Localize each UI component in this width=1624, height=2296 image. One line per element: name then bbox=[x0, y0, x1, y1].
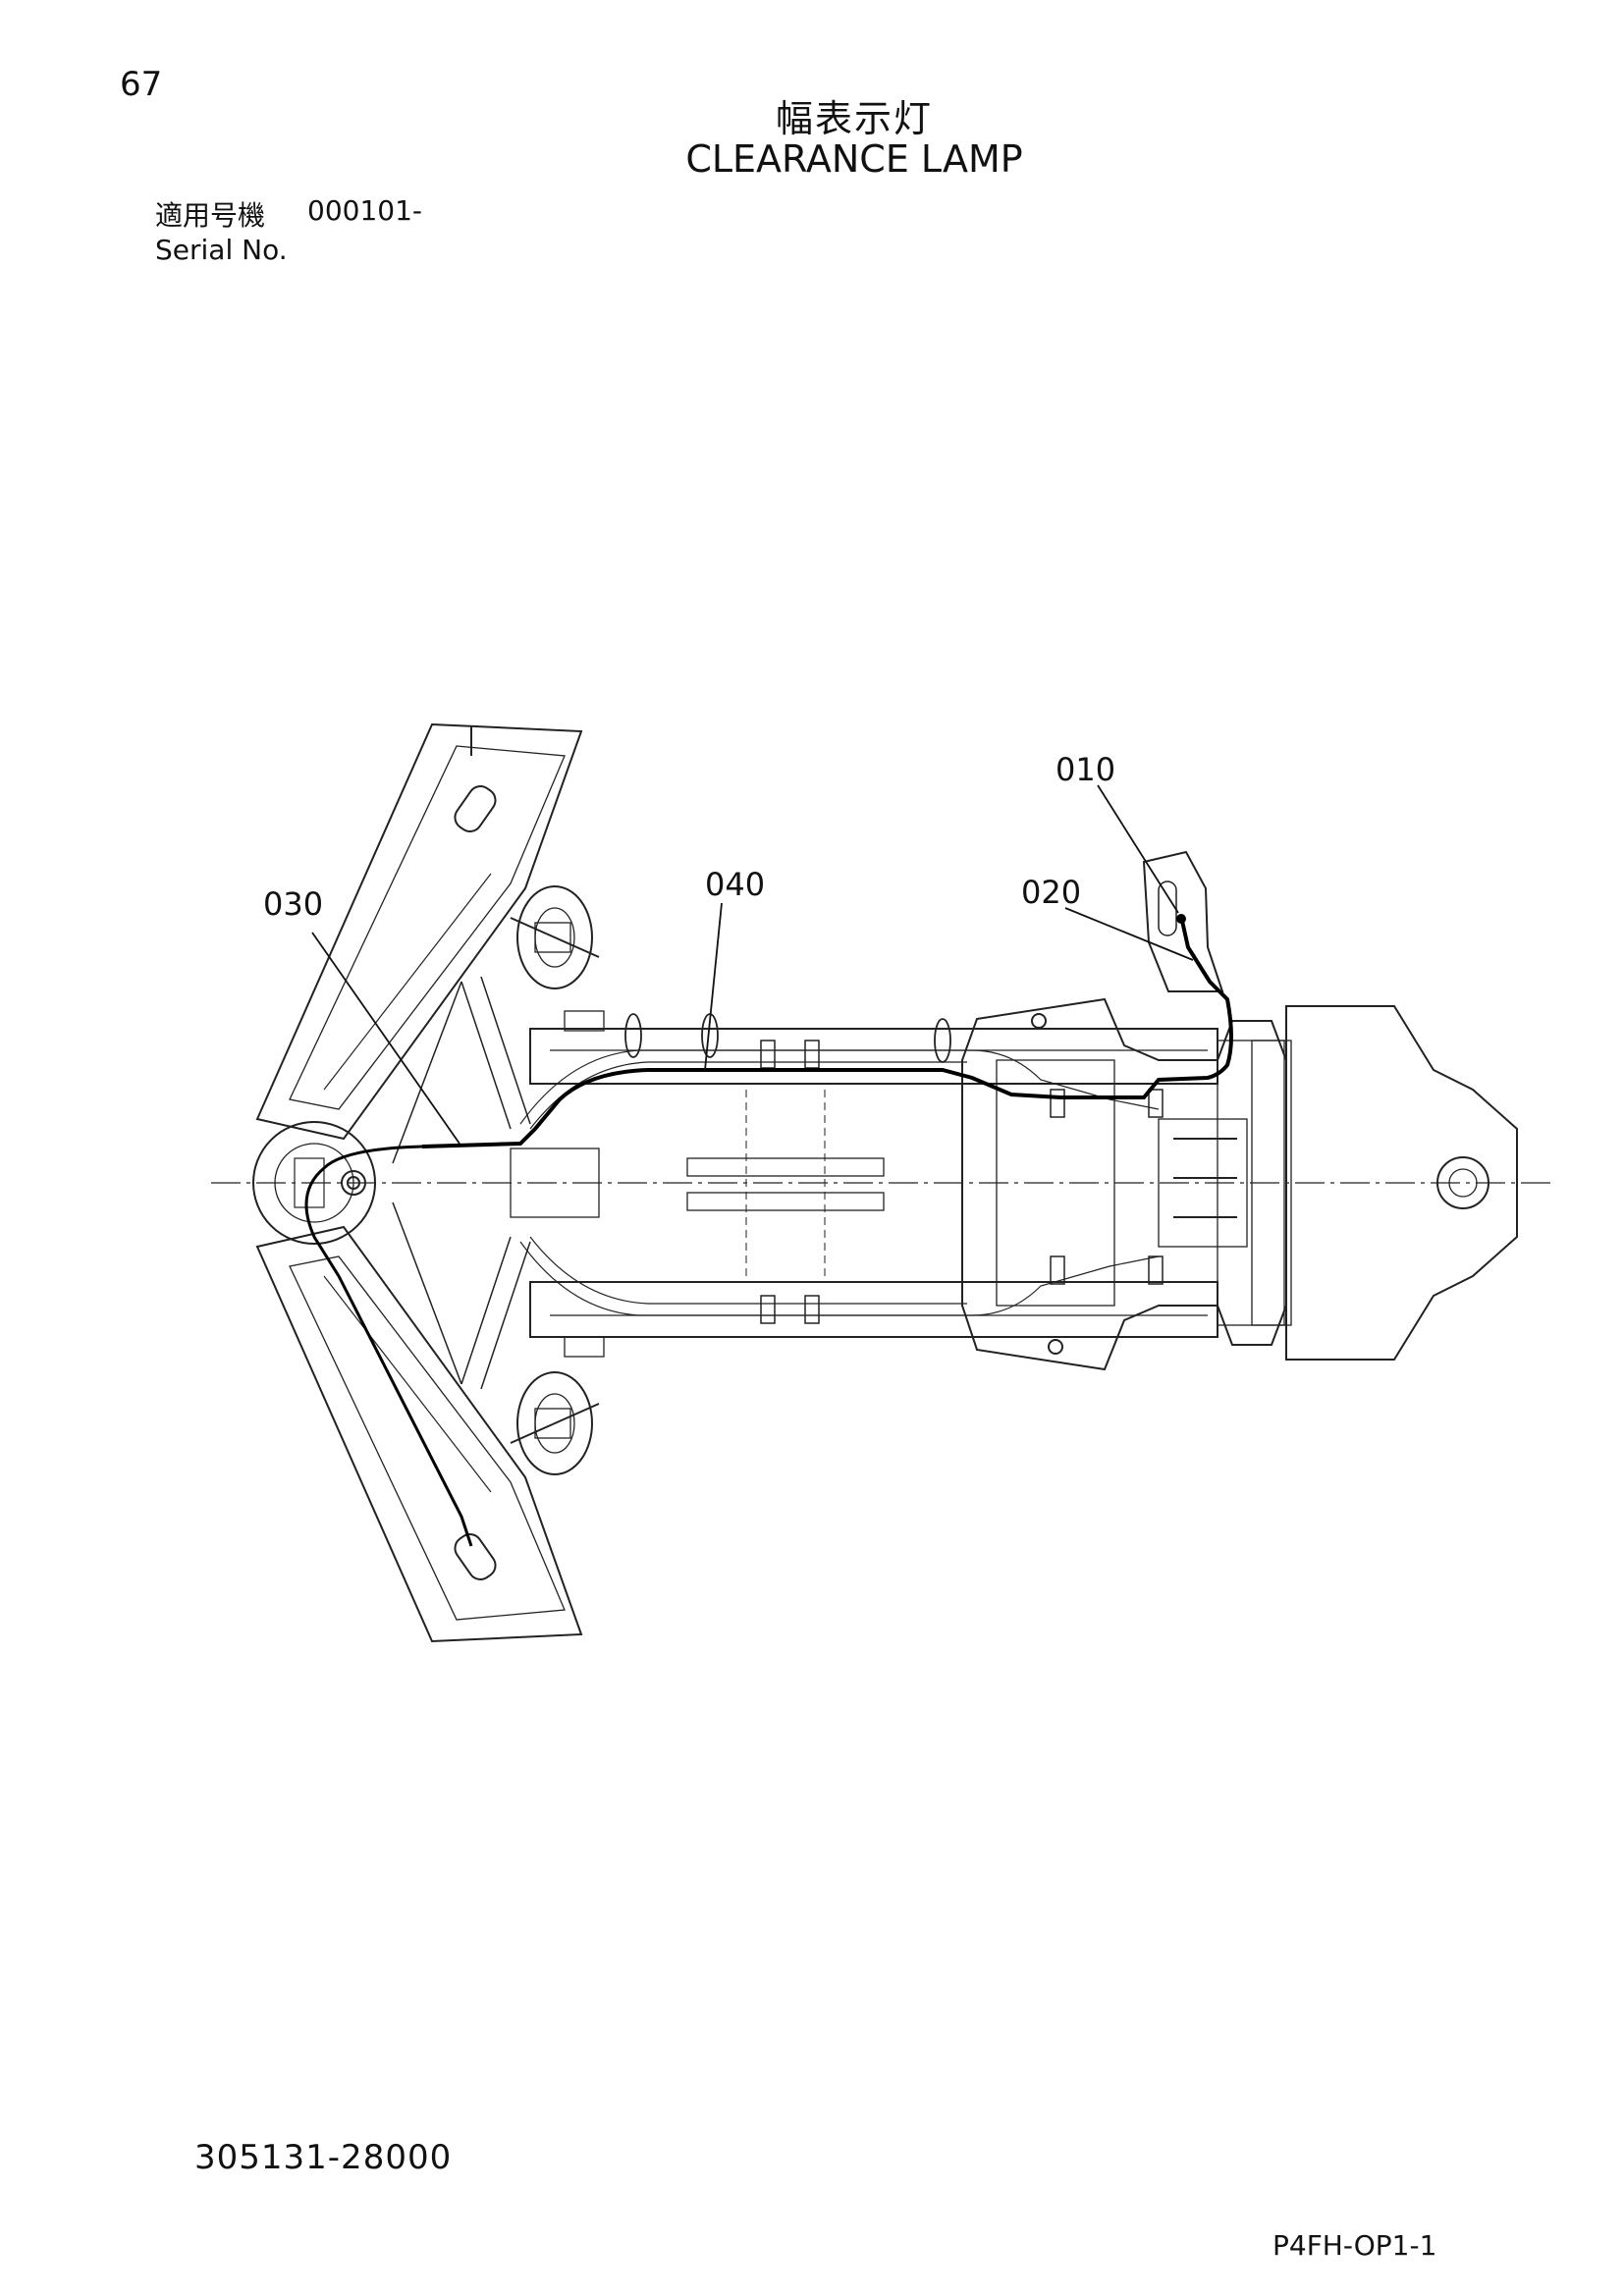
harness-clamps bbox=[624, 1013, 951, 1063]
rear-engine bbox=[1158, 1005, 1518, 1361]
callout-020: 020 bbox=[1021, 874, 1081, 911]
lamp-connector-icon bbox=[1176, 914, 1186, 924]
clearance-lamp-harness bbox=[304, 920, 1233, 1547]
main-frame bbox=[510, 1010, 1218, 1358]
lower-blade-arm bbox=[255, 1225, 583, 1643]
link-arms bbox=[392, 976, 531, 1390]
title-english: CLEARANCE LAMP bbox=[685, 137, 1023, 181]
callout-010: 010 bbox=[1056, 751, 1115, 788]
serial-label-english: Serial No. bbox=[155, 234, 288, 266]
upper-wheel bbox=[510, 885, 600, 989]
upper-blade-arm bbox=[255, 722, 583, 1141]
serial-number-value: 000101- bbox=[307, 194, 422, 227]
page-number: 67 bbox=[120, 65, 163, 104]
title-japanese: 幅表示灯 bbox=[775, 97, 933, 140]
nose-hub bbox=[252, 1121, 376, 1245]
rear-body bbox=[961, 997, 1287, 1371]
page-code: P4FH-OP1-1 bbox=[1272, 2229, 1437, 2262]
callout-040: 040 bbox=[705, 866, 765, 903]
callout-030: 030 bbox=[263, 885, 323, 923]
serial-label-japanese: 適用号機 bbox=[155, 199, 266, 232]
lower-wheel bbox=[510, 1371, 600, 1475]
drawing-number: 305131-28000 bbox=[194, 2138, 453, 2177]
callout-leaders bbox=[311, 784, 1194, 1145]
